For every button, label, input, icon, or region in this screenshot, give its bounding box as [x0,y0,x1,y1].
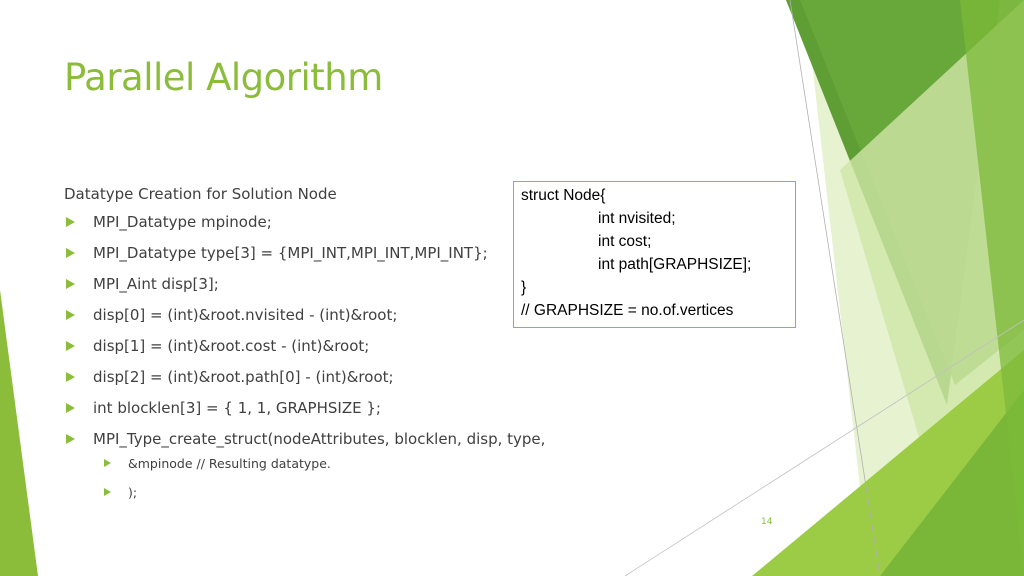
code-line: struct Node{ [521,187,606,204]
page-number: 14 [761,517,773,527]
bullet-arrow-icon [66,279,75,289]
right-thin-line-1 [789,0,881,576]
right-thin-line-2 [624,319,1024,576]
left-edge-shape [0,290,38,576]
intro-text: Datatype Creation for Solution Node [64,185,337,203]
bullet-text: MPI_Aint disp[3]; [93,275,219,293]
bullet-text: MPI_Datatype mpinode; [93,213,272,231]
sub-bullet-text: ); [128,485,138,500]
code-line: int nvisited; [598,210,676,227]
bullet-text: int blocklen[3] = { 1, 1, GRAPHSIZE }; [93,399,381,417]
bullet-text: disp[0] = (int)&root.nvisited - (int)&ro… [93,306,398,324]
sub-bullet-arrow-icon [104,459,111,467]
struct-code-box: struct Node{ int nvisited; int cost; int… [513,181,796,328]
bullet-arrow-icon [66,217,75,227]
bullet-text: MPI_Datatype type[3] = {MPI_INT,MPI_INT,… [93,244,488,262]
code-line: int cost; [598,233,652,250]
bullet-text: disp[1] = (int)&root.cost - (int)&root; [93,337,370,355]
bullet-arrow-icon [66,310,75,320]
bullet-arrow-icon [66,403,75,413]
sub-bullet-text: &mpinode // Resulting datatype. [128,456,331,471]
sub-bullet-arrow-icon [104,488,111,496]
bullet-arrow-icon [66,248,75,258]
right-shape-deep-right [960,0,1024,576]
slide-title: Parallel Algorithm [64,56,383,99]
right-shape-green-bottom [880,390,1024,576]
code-line: // GRAPHSIZE = no.of.vertices [521,302,734,319]
bullet-text: MPI_Type_create_struct(nodeAttributes, b… [93,430,546,448]
code-line: } [521,279,527,296]
bullet-arrow-icon [66,372,75,382]
bullet-text: disp[2] = (int)&root.path[0] - (int)&roo… [93,368,394,386]
bullet-arrow-icon [66,434,75,444]
bullet-arrow-icon [66,341,75,351]
code-line: int path[GRAPHSIZE]; [598,256,752,273]
